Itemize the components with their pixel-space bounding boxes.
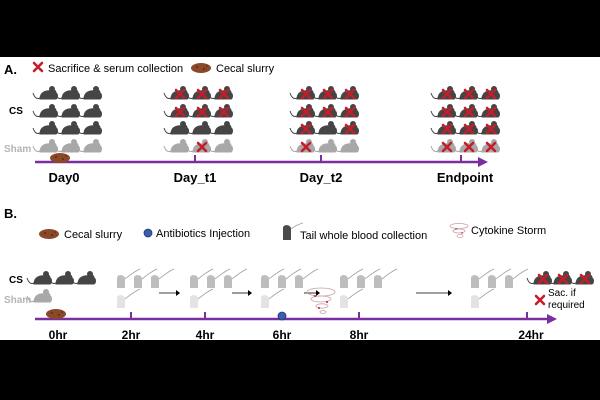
cs-mouse-icon [32,86,58,100]
tail-blood-mouse-icon [373,268,398,289]
panel-b-time-6hr: 6hr [273,328,292,340]
panel-b-cs-label: CS [9,275,23,286]
cs-mouse-icon [54,104,80,118]
panel-a-time-endpoint: Endpoint [437,170,494,185]
panel-b-mice [26,268,594,309]
step-arrowhead [176,290,180,296]
antibiotics-injection-marker [277,311,287,321]
panel-a-label: A. [4,62,17,77]
figure-panel: A. Sacrifice & serum collection Cecal sl… [0,57,600,342]
cs-mouse-icon [54,86,80,100]
cs-mouse-icon [311,121,337,135]
cs-mouse-icon [70,271,96,285]
panel-b-ticks [130,312,528,319]
sham-mouse-icon [76,139,102,153]
panel-b-slurry-marker [46,309,66,319]
sacrifice-x-icon [534,294,546,306]
cs-mouse-icon [48,271,74,285]
sac-note-line1: Sac. if [548,288,576,299]
sham-mouse-icon [32,139,58,153]
cytokine-storm-icon [306,287,336,314]
cs-mouse-icon [76,104,102,118]
tail-blood-sham-icon [189,288,214,309]
panel-a-slurry-marker [50,153,70,163]
panel-b-time-4hr: 4hr [196,328,215,340]
step-arrowhead [248,290,252,296]
sham-mouse-icon [54,139,80,153]
cs-mouse-icon [76,86,102,100]
panel-b-time-8hr: 8hr [350,328,369,340]
cs-mouse-icon [26,271,52,285]
tail-blood-mouse-icon [223,268,248,289]
cytokine-storm-legend-icon [449,223,469,238]
sacrifice-legend-icon [32,61,44,73]
panel-a-time-day-t1: Day_t1 [174,170,217,185]
panel-a-cs-label: CS [9,106,23,117]
tail-blood-mouse-icon [150,268,175,289]
panel-a-time-day0: Day0 [48,170,79,185]
slurry-legend-text-b: Cecal slurry [64,229,123,241]
tail-blood-mouse-icon [504,268,529,289]
slurry-legend-icon [191,63,211,73]
step-arrowhead [316,290,320,296]
cs-mouse-icon [207,121,233,135]
sacrifice-legend-text: Sacrifice & serum collection [48,63,183,75]
cs-mouse-icon [32,121,58,135]
cs-mouse-icon [185,121,211,135]
cs-mouse-icon [76,121,102,135]
panel-b-sham-label: Sham [4,295,31,306]
sham-mouse-icon [311,139,337,153]
panel-a-sham-label: Sham [4,144,31,155]
blood-collection-legend-text: Tail whole blood collection [300,230,427,242]
sham-mouse-icon [207,139,233,153]
panel-a-time-day-t2: Day_t2 [300,170,343,185]
slurry-legend-text: Cecal slurry [216,63,275,75]
antibiotics-legend-text: Antibiotics Injection [156,228,250,240]
tail-blood-sham-icon [116,288,141,309]
panel-a-timeline-arrowhead [478,157,488,167]
tail-blood-mouse-icon [294,268,319,289]
tail-blood-sham-icon [339,288,364,309]
cytokine-storm-legend-text: Cytokine Storm [471,225,546,237]
panel-a-ticks [194,155,462,162]
tail-blood-sham-icon [470,288,495,309]
sham-mouse-icon [333,139,359,153]
slurry-legend-icon-b [39,229,59,239]
cs-mouse-icon [32,104,58,118]
step-arrowhead [448,290,452,296]
blood-collection-legend-icon [283,222,304,240]
cs-mouse-icon [54,121,80,135]
panel-b-time-24hr: 24hr [518,328,544,340]
tail-blood-sham-icon [260,288,285,309]
panel-b-time-2hr: 2hr [122,328,141,340]
panel-b-time-0hr: 0hr [49,328,68,340]
antibiotics-legend-icon [143,228,153,238]
sac-note-line2: required [548,300,585,311]
panel-b-label: B. [4,206,17,221]
cs-mouse-icon [163,121,189,135]
panel-b-timeline-arrowhead [547,314,557,324]
panel-a-mice [32,86,500,153]
timeline-diagram: A. Sacrifice & serum collection Cecal sl… [4,61,594,342]
sham-mouse-icon [163,139,189,153]
